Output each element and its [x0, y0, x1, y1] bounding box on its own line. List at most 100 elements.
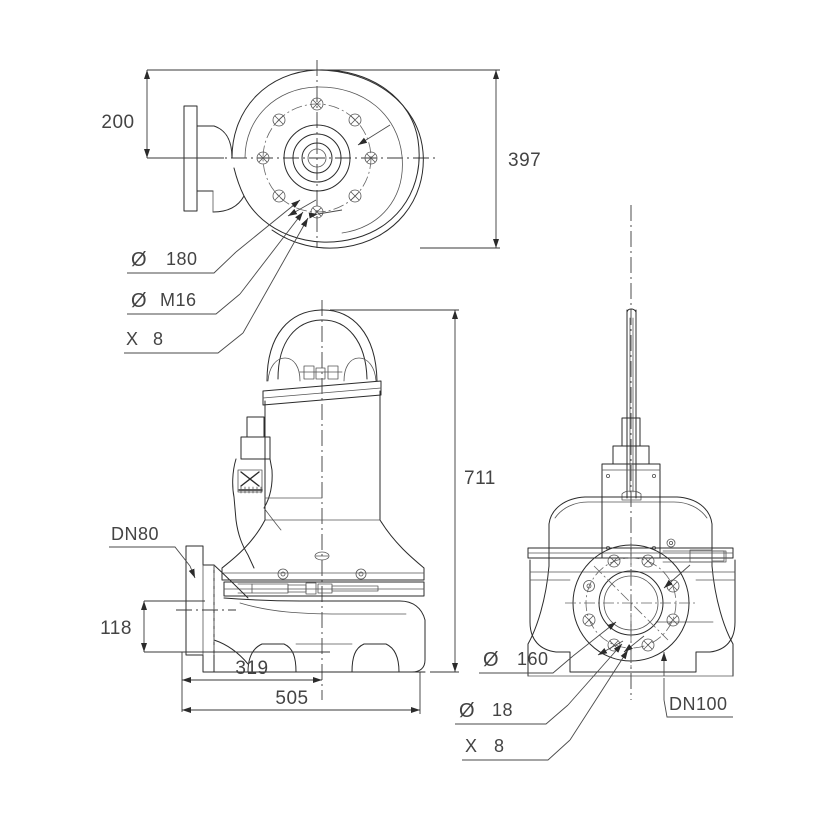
callout-dn80-text: DN80: [111, 524, 159, 544]
bolt-hole-top: [310, 97, 324, 111]
side-view-callouts: Ø 160 Ø 18 X 8 DN100: [455, 621, 733, 761]
inlet-neck-upper: [213, 564, 249, 599]
motor-dome-inner-side: [554, 501, 708, 519]
callout-x8-side-leader: [569, 649, 629, 741]
cable-label-plate: [237, 469, 263, 493]
volute-throat-upper: [213, 125, 233, 159]
clamp-band: [223, 581, 425, 597]
dim-319-text: 319: [235, 658, 268, 679]
motor-housing-sides: [264, 390, 381, 521]
outlet-flange-profile: [183, 105, 215, 212]
bolt-circle-pointer-side: [663, 564, 691, 589]
handle-bar-top-cap: [626, 308, 637, 313]
top-view: [183, 60, 435, 249]
dim-200-text: 200: [101, 112, 134, 133]
dim-397-text: 397: [508, 150, 541, 171]
bolt-hole-top: [272, 113, 286, 127]
callout-dn100-underline: [663, 699, 733, 718]
handle-bar-foot: [621, 490, 642, 501]
cable-lead-side: [662, 538, 727, 563]
bolt-hole-top: [256, 151, 270, 165]
lifting-handle-inner: [277, 319, 368, 380]
callout-x8-prefix: X: [126, 329, 139, 349]
volute-outer-contour: [231, 69, 420, 243]
bolt-hole-side: [583, 580, 595, 592]
bolt-hole-side: [582, 613, 596, 627]
callout-160-underline: [479, 655, 574, 674]
dim-711-text: 711: [464, 468, 496, 489]
bolt-circle-pointer-top: [357, 124, 391, 146]
callout-18-text: 18: [492, 700, 513, 720]
handle-mounting-bolts: [299, 365, 343, 380]
bolt-holes-top: [256, 97, 378, 219]
callout-x8-leader: [242, 217, 309, 334]
front-view: [176, 300, 426, 700]
callout-180-underline: [127, 251, 237, 274]
cable-entry-assembly: [232, 416, 282, 569]
callout-180-text: 180: [166, 249, 198, 269]
motor-dome-side: [548, 496, 713, 525]
dim-505-text: 505: [275, 688, 308, 709]
hole-pointer-a-side: [597, 640, 624, 656]
volute-inner-spiral: [244, 86, 403, 234]
lifting-handle-outer: [266, 309, 378, 382]
lower-casing-side: [529, 559, 736, 673]
callout-x8-side-prefix: X: [465, 736, 478, 756]
hole-pointer-b-top: [308, 209, 343, 219]
dia-symbol-18: Ø: [459, 700, 475, 722]
callout-dn80-underline: [109, 546, 191, 567]
callout-180-leader: [235, 199, 301, 253]
volute-casing-inner-edge: [239, 602, 407, 615]
cable-sheath-left: [232, 458, 255, 569]
top-view-callouts: Ø 180 Ø M16 X 8: [124, 199, 309, 354]
volute-throat-lower: [212, 195, 245, 213]
callout-m16-underline: [127, 293, 241, 315]
terminal-box-screw: [606, 473, 611, 478]
callout-dn80-leader: [188, 565, 196, 579]
dim-118-text: 118: [100, 618, 132, 639]
skirt-right-side: [711, 565, 734, 677]
top-view-dimensions: 200 397: [101, 69, 541, 249]
dia-symbol-m16: Ø: [131, 290, 147, 312]
bolt-hole-top: [348, 189, 362, 203]
bolt-hole-top: [364, 151, 378, 165]
shaft-circle: [301, 142, 333, 174]
skirt-left-side: [527, 565, 550, 677]
hub-mid-circle: [292, 133, 342, 183]
callout-18-underline: [455, 704, 569, 725]
volute-outer-arc: [271, 69, 424, 249]
handle-foot-right: [343, 357, 377, 382]
clamp-band-side: [527, 547, 734, 559]
hole-pointer-b-side: [623, 635, 645, 653]
casing-foot-right: [351, 643, 400, 673]
callout-m16-leader: [239, 211, 304, 295]
inlet-neck-lower: [213, 639, 249, 665]
callout-x8-underline: [124, 332, 244, 354]
cable-x-glyph: [240, 471, 260, 487]
callout-160-leader: [572, 621, 617, 657]
dia-symbol-180: Ø: [131, 249, 147, 271]
cable-label-hatch: [238, 486, 263, 494]
handle-foot-left: [267, 357, 301, 382]
bolt-hole-side: [641, 638, 655, 652]
volute-casing-body: [213, 597, 426, 673]
bolt-hole-side: [666, 579, 680, 593]
cable-tail: [263, 507, 282, 531]
cable-gland-body: [240, 436, 271, 460]
callout-m16-text: M16: [160, 290, 197, 310]
skirt-screws: [277, 568, 367, 580]
bolt-hole-side: [666, 613, 680, 627]
bolt-hole-top: [348, 113, 362, 127]
callout-dn100-text: DN100: [669, 694, 728, 714]
hole-pointer-a-top: [287, 199, 317, 217]
motor-top-plate: [262, 380, 382, 406]
handle-edge-bar: [626, 309, 637, 499]
bolt-hole-top: [272, 189, 286, 203]
cable-gland-top: [246, 416, 265, 438]
callout-18-leader: [567, 643, 623, 706]
side-view: [527, 205, 736, 700]
inlet-flange-dn80: [185, 545, 215, 673]
hub-outer-circle: [283, 124, 351, 192]
